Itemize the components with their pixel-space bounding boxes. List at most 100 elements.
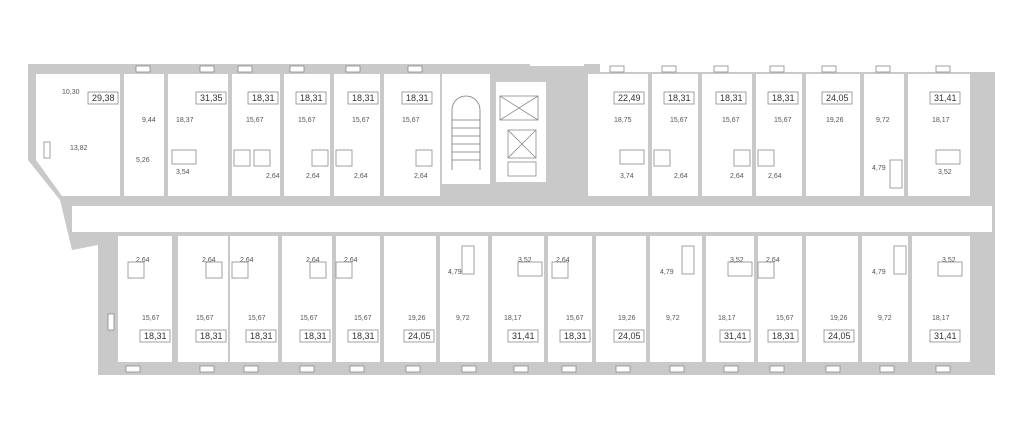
total-area-box [87,91,119,105]
area-label: 10,30 [62,89,80,96]
area-label: 2,64 [556,257,570,264]
area-label: 15,67 [566,315,584,322]
total-area-label: 18,31 [304,331,327,341]
total-area-label: 18,31 [300,93,323,103]
bottom-rooms [118,236,970,362]
area-label: 19,26 [830,315,848,322]
area-label: 18,75 [614,117,632,124]
area-label: 3,54 [176,169,190,176]
total-area-label: 18,31 [668,93,691,103]
area-label: 2,64 [768,173,782,180]
total-area-box [347,91,379,105]
total-area-box [715,91,747,105]
total-area-box [821,91,853,105]
area-label: 3,52 [518,257,532,264]
area-label: 5,26 [136,157,150,164]
area-label: 2,64 [240,257,254,264]
corridor [72,206,992,232]
total-area-label: 22,49 [618,93,641,103]
total-area-box [929,91,961,105]
total-area-box [195,91,227,105]
total-area-box [823,329,855,343]
area-label: 2,64 [766,257,780,264]
total-area-box [507,329,539,343]
area-label: 15,67 [354,315,372,322]
area-label: 3,52 [730,257,744,264]
total-area-box [401,91,433,105]
total-area-label: 24,05 [618,331,641,341]
total-area-label: 18,31 [352,93,375,103]
stairwell [451,95,539,177]
area-label: 15,67 [402,117,420,124]
total-area-label: 18,31 [200,331,223,341]
area-label: 2,64 [354,173,368,180]
area-label: 2,64 [306,173,320,180]
total-area-box [767,329,799,343]
bathroom-fixtures [127,149,963,279]
total-area-label: 18,31 [406,93,429,103]
area-label: 2,64 [674,173,688,180]
area-label: 3,52 [942,257,956,264]
total-area-label: 29,38 [92,93,115,103]
total-area-box [663,91,695,105]
area-label: 9,44 [142,117,156,124]
total-area-box [559,329,591,343]
area-label: 15,67 [300,315,318,322]
area-label: 15,67 [774,117,792,124]
area-label: 19,26 [618,315,636,322]
total-area-label: 18,31 [564,331,587,341]
area-label: 2,64 [730,173,744,180]
total-area-label: 24,05 [408,331,431,341]
total-area-box [767,91,799,105]
area-label: 2,64 [266,173,280,180]
area-label: 19,26 [408,315,426,322]
top-labels: 10,30 29,38 9,44 31,35 18,37 13,82 5,26 … [62,89,961,180]
total-area-box [613,91,645,105]
area-label: 4,79 [448,269,462,276]
area-label: 15,67 [776,315,794,322]
total-area-box [299,329,331,343]
area-label: 4,79 [872,165,886,172]
area-label: 2,64 [344,257,358,264]
area-label: 15,67 [670,117,688,124]
bottom-labels: 2,64 15,67 18,31 2,64 15,67 18,31 2,64 1… [136,257,961,343]
total-area-label: 31,41 [934,331,957,341]
area-label: 15,67 [248,315,266,322]
total-area-label: 18,31 [772,331,795,341]
total-area-label: 31,41 [934,93,957,103]
total-area-box [929,329,961,343]
total-area-label: 18,31 [720,93,743,103]
total-area-label: 18,31 [252,93,275,103]
total-area-box [245,329,277,343]
total-area-label: 18,31 [772,93,795,103]
area-label: 2,64 [306,257,320,264]
area-label: 18,37 [176,117,194,124]
total-area-label: 18,31 [144,331,167,341]
area-label: 9,72 [878,315,892,322]
area-label: 15,67 [722,117,740,124]
total-area-box [719,329,751,343]
total-area-box [403,329,435,343]
area-label: 3,52 [938,169,952,176]
total-area-box [195,329,227,343]
area-label: 15,67 [196,315,214,322]
total-area-box [295,91,327,105]
area-label: 18,17 [718,315,736,322]
total-area-label: 31,35 [200,93,223,103]
area-label: 15,67 [246,117,264,124]
area-label: 15,67 [142,315,160,322]
area-label: 13,82 [70,145,88,152]
area-label: 18,17 [504,315,522,322]
total-area-box [247,91,279,105]
area-label: 9,72 [456,315,470,322]
area-label: 2,64 [202,257,216,264]
total-area-label: 18,31 [352,331,375,341]
area-label: 19,26 [826,117,844,124]
area-label: 15,67 [298,117,316,124]
area-label: 9,72 [666,315,680,322]
area-label: 18,17 [932,315,950,322]
area-label: 2,64 [414,173,428,180]
total-area-label: 18,31 [250,331,273,341]
total-area-label: 31,41 [724,331,747,341]
